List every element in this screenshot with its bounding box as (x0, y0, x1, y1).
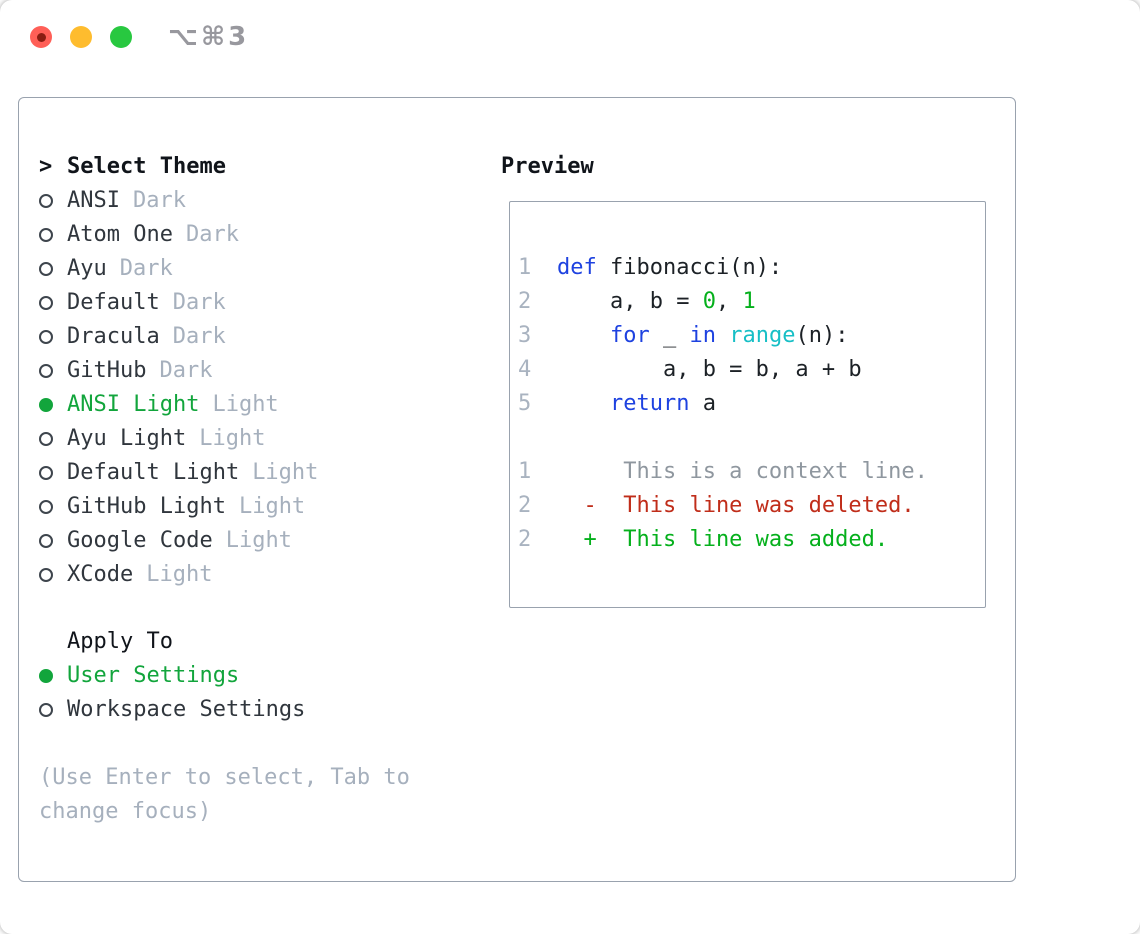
line-number: 5 (518, 391, 532, 416)
radio-unselected-icon (39, 330, 67, 344)
theme-option-ansi-light[interactable]: ANSI Light Light (39, 388, 318, 422)
code-line: 5 return a (518, 387, 985, 421)
radio-unselected-icon (39, 228, 67, 242)
radio-unselected-icon (39, 364, 67, 378)
theme-option-ayu-dark[interactable]: Ayu Dark (39, 252, 318, 286)
theme-list-title: Select Theme (67, 154, 226, 179)
apply-option-workspace-settings[interactable]: Workspace Settings (39, 693, 305, 727)
apply-to-section: Apply To User Settings Workspace Setting… (39, 625, 305, 727)
window-title: ⌥⌘3 (168, 22, 250, 52)
code-line: 1 def fibonacci(n): (518, 251, 985, 285)
theme-option-xcode-light[interactable]: XCode Light (39, 558, 318, 592)
diff-context-line: 1 This is a context line. (518, 455, 985, 489)
close-button[interactable] (30, 26, 52, 48)
apply-option-user-settings[interactable]: User Settings (39, 659, 305, 693)
radio-unselected-icon (39, 432, 67, 446)
code-line: 2 a, b = 0, 1 (518, 285, 985, 319)
zoom-button[interactable] (110, 26, 132, 48)
theme-list: > Select Theme ANSI Dark Atom One Dark A… (39, 150, 318, 592)
line-number: 2 (518, 289, 532, 314)
theme-list-header: > Select Theme (39, 150, 318, 184)
theme-option-github-light[interactable]: GitHub Light Light (39, 490, 318, 524)
line-number: 1 (518, 255, 532, 280)
radio-selected-icon (39, 669, 67, 683)
theme-option-default-dark[interactable]: Default Dark (39, 286, 318, 320)
preview-title: Preview (501, 154, 594, 179)
radio-unselected-icon (39, 500, 67, 514)
radio-selected-icon (39, 398, 67, 412)
theme-option-ayu-light[interactable]: Ayu Light Light (39, 422, 318, 456)
radio-unselected-icon (39, 568, 67, 582)
line-number: 1 (518, 459, 532, 484)
radio-unselected-icon (39, 296, 67, 310)
theme-option-dracula-dark[interactable]: Dracula Dark (39, 320, 318, 354)
radio-unselected-icon (39, 703, 67, 717)
line-number: 2 (518, 493, 532, 518)
radio-unselected-icon (39, 466, 67, 480)
apply-to-header: Apply To (39, 625, 305, 659)
line-number: 4 (518, 357, 532, 382)
line-number: 2 (518, 527, 532, 552)
blank-line (518, 421, 985, 455)
minimize-button[interactable] (70, 26, 92, 48)
theme-option-github-dark[interactable]: GitHub Dark (39, 354, 318, 388)
theme-picker-panel: > Select Theme ANSI Dark Atom One Dark A… (18, 97, 1016, 882)
theme-option-default-light[interactable]: Default Light Light (39, 456, 318, 490)
apply-to-title: Apply To (67, 629, 173, 654)
radio-unselected-icon (39, 534, 67, 548)
focus-arrow-icon: > (39, 154, 53, 179)
line-number: 3 (518, 323, 532, 348)
radio-unselected-icon (39, 194, 67, 208)
theme-option-atom-one-dark[interactable]: Atom One Dark (39, 218, 318, 252)
diff-added-line: 2 + This line was added. (518, 523, 985, 557)
code-line: 4 a, b = b, a + b (518, 353, 985, 387)
radio-unselected-icon (39, 262, 67, 276)
code-line: 3 for _ in range(n): (518, 319, 985, 353)
diff-deleted-line: 2 - This line was deleted. (518, 489, 985, 523)
theme-option-google-code-light[interactable]: Google Code Light (39, 524, 318, 558)
help-text: (Use Enter to select, Tab to change focu… (39, 765, 410, 824)
theme-option-ansi-dark[interactable]: ANSI Dark (39, 184, 318, 218)
titlebar: ⌥⌘3 (0, 0, 1140, 97)
code-preview: 1 def fibonacci(n): 2 a, b = 0, 1 3 for … (509, 201, 986, 608)
